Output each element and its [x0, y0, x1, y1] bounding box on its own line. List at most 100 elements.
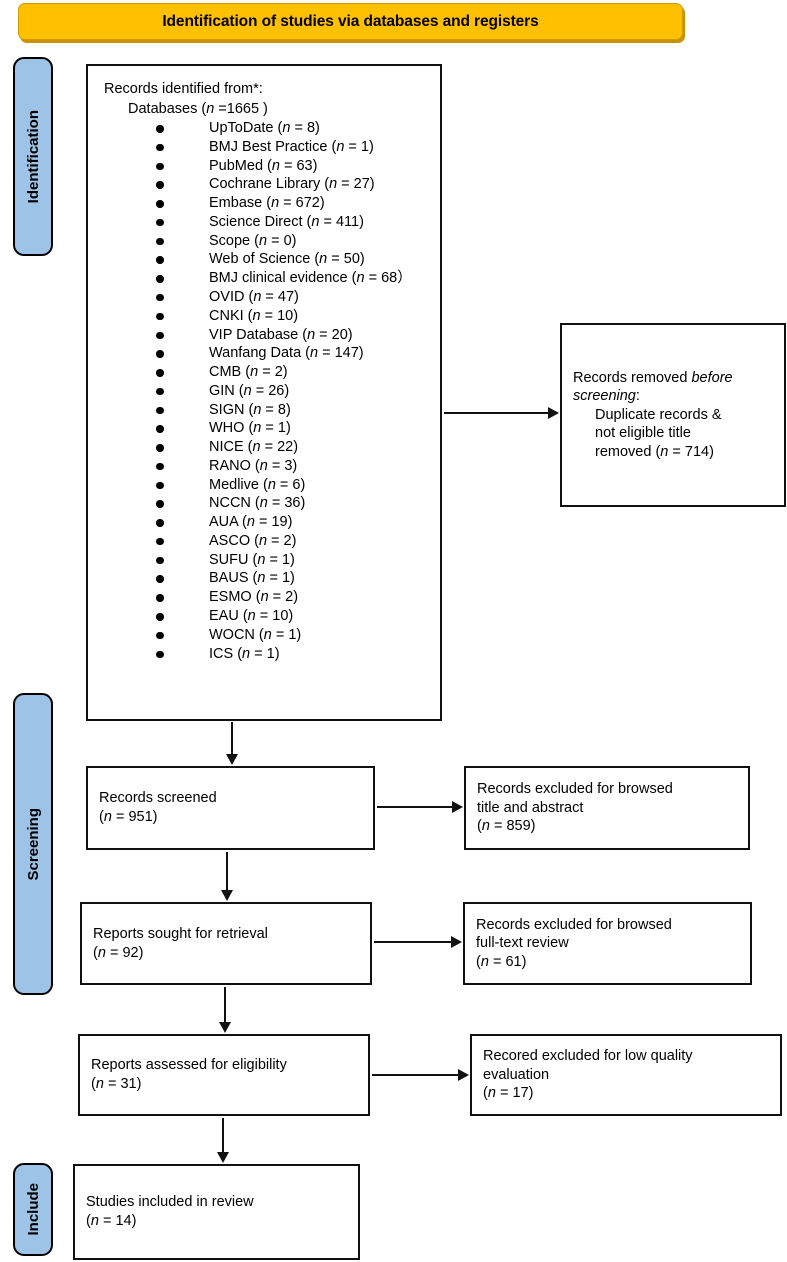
- database-list-item: OVID (n = 47): [156, 288, 432, 307]
- database-list-item: NICE (n = 22): [156, 438, 432, 457]
- database-count: = 22): [260, 439, 299, 456]
- database-n-symbol: n: [243, 382, 252, 399]
- database-list-item: WOCN (n = 1): [156, 626, 432, 645]
- records-excluded-fulltext-count: (n = 61): [476, 953, 527, 970]
- database-name: Scope (: [209, 232, 259, 249]
- database-count: = 1): [271, 626, 302, 643]
- database-count: = 1): [250, 645, 280, 662]
- reports-sought-text: Reports sought for retrieval: [93, 925, 268, 942]
- database-name: Medlive (: [209, 476, 268, 493]
- database-n-symbol: n: [311, 213, 320, 230]
- box-studies-included: Studies included in review (n = 14): [73, 1164, 360, 1260]
- header-banner: Identification of studies via databases …: [18, 3, 683, 40]
- database-list-item: BAUS (n = 1): [156, 569, 432, 588]
- database-count: = 1): [265, 551, 295, 568]
- database-name: Embase (: [209, 195, 272, 212]
- database-n-symbol: n: [252, 307, 261, 324]
- database-count: = 0): [267, 232, 297, 249]
- database-list-item: CNKI (n = 10): [156, 307, 432, 326]
- studies-included-text: Studies included in review: [86, 1194, 254, 1211]
- records-identified-databases-total: Databases (n =1665 ): [128, 100, 268, 117]
- database-list-item: ICS (n = 1): [156, 645, 432, 664]
- database-n-symbol: n: [253, 288, 262, 305]
- database-name: RANO (: [209, 457, 260, 474]
- database-count: = 6): [275, 476, 306, 493]
- stage-label-screening: Screening: [13, 693, 53, 995]
- database-count: = 2): [258, 364, 288, 381]
- database-n-symbol: n: [356, 270, 365, 287]
- database-n-symbol: n: [252, 439, 261, 456]
- database-list-item: Embase (n = 672): [156, 194, 432, 213]
- database-list-item: CMB (n = 2): [156, 363, 432, 382]
- database-n-symbol: n: [336, 138, 345, 155]
- database-count: = 10): [260, 307, 299, 324]
- records-excluded-quality-text: Recored excluded for low quality evaluat…: [483, 1048, 693, 1083]
- database-n-symbol: n: [282, 120, 291, 137]
- records-removed-heading-colon: :: [635, 388, 640, 405]
- database-list-item: Web of Science (n = 50): [156, 250, 432, 269]
- records-excluded-title-n: 859: [506, 818, 531, 835]
- database-count: = 411): [319, 213, 364, 230]
- database-n-symbol: n: [263, 626, 272, 643]
- database-list-item: SUFU (n = 1): [156, 551, 432, 570]
- database-n-symbol: n: [253, 420, 262, 437]
- database-name: CNKI (: [209, 307, 253, 324]
- records-screened-n: 951: [128, 809, 153, 825]
- reports-sought-count: (n = 92): [93, 944, 144, 961]
- database-list-item: NCCN (n = 36): [156, 494, 432, 513]
- box-reports-assessed: Reports assessed for eligibility (n = 31…: [78, 1034, 370, 1116]
- database-name: SUFU (: [209, 551, 258, 568]
- database-count: = 10): [255, 608, 294, 624]
- database-name: Web of Science (: [209, 251, 320, 268]
- stage-label-identification-text: Identification: [24, 109, 42, 204]
- database-n-symbol: n: [257, 570, 266, 587]
- database-list-item: BMJ clinical evidence (n = 68）: [156, 269, 432, 288]
- database-n-symbol: n: [271, 157, 280, 174]
- database-name: Cochrane Library (: [209, 176, 330, 193]
- database-name: WHO (: [209, 420, 254, 437]
- stage-label-identification: Identification: [13, 57, 53, 256]
- arrow-identified-to-removed: [444, 412, 548, 414]
- box-records-screened: Records screened (n = 951): [86, 766, 375, 850]
- database-n-symbol: n: [250, 364, 259, 381]
- database-name: SIGN (: [209, 401, 254, 418]
- database-name: ASCO (: [209, 532, 259, 549]
- records-removed-heading-prefix: Records removed: [573, 369, 692, 386]
- database-count: = 26): [251, 382, 290, 399]
- database-count: = 3): [267, 457, 298, 474]
- reports-sought-n: 92: [122, 944, 139, 961]
- box-records-removed: Records removed before screening: Duplic…: [560, 323, 786, 507]
- records-excluded-title-text: Records excluded for browsed title and a…: [477, 781, 673, 816]
- records-removed-heading-line2: screening:: [573, 387, 773, 406]
- database-name: VIP Database (: [209, 326, 308, 343]
- database-list-item: UpToDate (n = 8): [156, 119, 432, 138]
- box-records-excluded-title-abstract: Records excluded for browsed title and a…: [464, 766, 750, 850]
- database-name: BMJ Best Practice (: [209, 138, 337, 155]
- database-n-symbol: n: [242, 645, 251, 662]
- database-list-item: PubMed (n = 63): [156, 157, 432, 176]
- database-count: = 1): [265, 570, 295, 587]
- database-n-symbol: n: [247, 608, 256, 624]
- records-excluded-title-count: (n = 859): [477, 818, 536, 835]
- database-name: GIN (: [209, 382, 244, 399]
- database-name: PubMed (: [209, 157, 272, 174]
- database-count: = 672): [279, 195, 325, 212]
- records-screened-text: Records screened: [99, 790, 217, 807]
- database-list-item: Wanfang Data (n = 147): [156, 344, 432, 363]
- database-count: = 1): [344, 138, 374, 155]
- reports-assessed-n: 31: [120, 1076, 137, 1092]
- arrow-assessed-to-included: [222, 1118, 224, 1152]
- database-list-item: WHO (n = 1): [156, 419, 432, 438]
- stage-label-include: Include: [13, 1163, 53, 1256]
- arrow-screened-to-sought: [226, 852, 228, 890]
- database-count: = 50): [327, 251, 365, 268]
- database-count: = 47): [261, 288, 299, 305]
- database-list-item: RANO (n = 3): [156, 457, 432, 476]
- database-n-symbol: n: [267, 476, 276, 493]
- database-count: = 19): [254, 514, 293, 531]
- database-list-item: BMJ Best Practice (n = 1): [156, 138, 432, 157]
- stage-label-screening-text: Screening: [24, 807, 42, 881]
- arrow-sought-to-assessed: [224, 987, 226, 1022]
- database-name: UpToDate (: [209, 120, 283, 137]
